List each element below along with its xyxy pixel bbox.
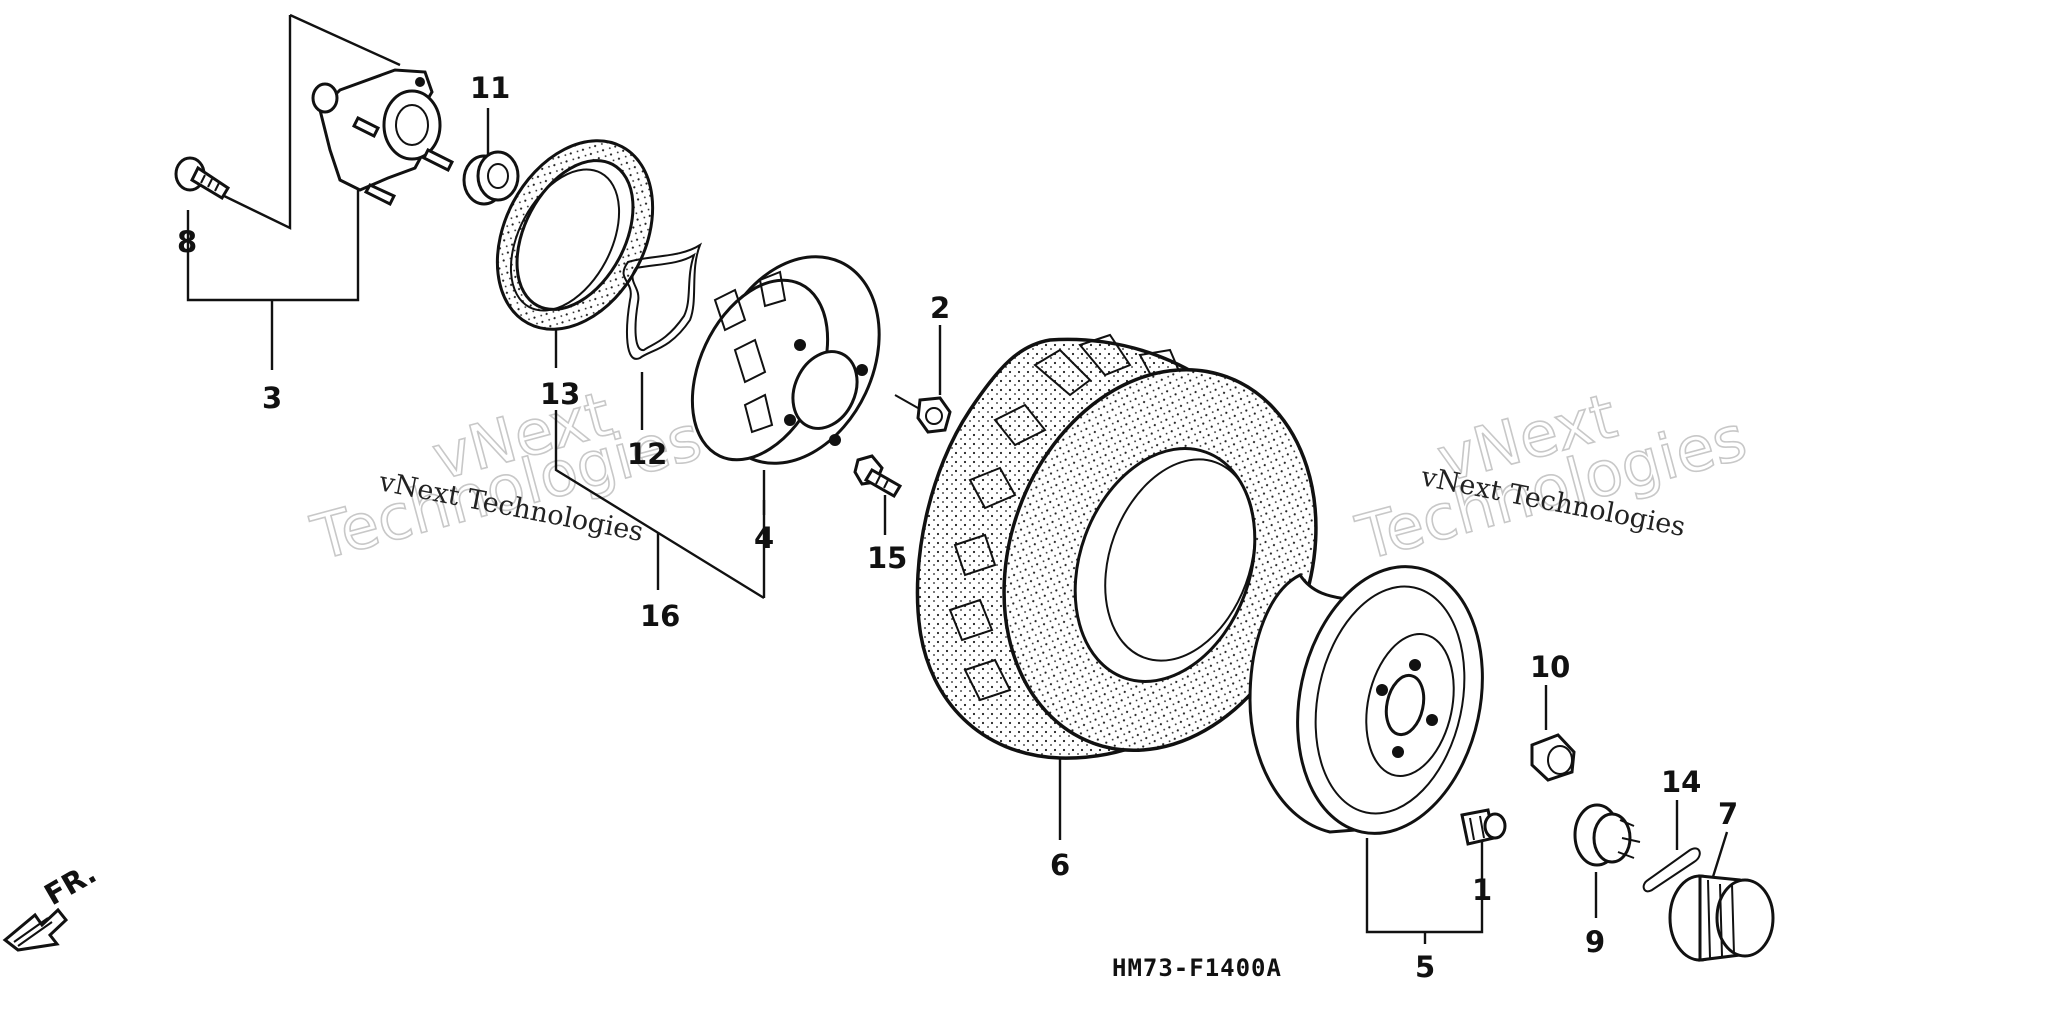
front-direction-arrow: FR. [2, 856, 103, 952]
callout-7: 7 [1718, 797, 1738, 831]
wheel-rim-part [1248, 565, 1484, 835]
callout-10: 10 [1530, 650, 1570, 684]
stud-bolt-part [174, 156, 231, 201]
callout-3: 3 [262, 381, 282, 415]
seal-part [495, 139, 655, 331]
watermark-left: vNext Technologies vNext Technologies [303, 376, 709, 575]
callout-numbers: 8 3 11 13 12 4 16 2 15 6 5 1 10 9 14 7 [177, 71, 1738, 984]
callout-14: 14 [1661, 765, 1701, 799]
o-ring-part [622, 242, 703, 360]
tire-part [915, 333, 1318, 760]
callout-15: 15 [867, 541, 907, 575]
brake-drum-part [690, 255, 881, 465]
flange-bolt-part [853, 454, 903, 499]
direction-label: FR. [39, 856, 103, 912]
callout-11: 11 [470, 71, 510, 105]
callout-6: 6 [1050, 848, 1070, 882]
callout-4: 4 [754, 521, 774, 555]
castle-nut-part [1573, 803, 1641, 867]
valve-part [1460, 808, 1507, 846]
callout-1: 1 [1472, 873, 1492, 907]
callout-2: 2 [930, 291, 950, 325]
callout-5: 5 [1415, 950, 1435, 984]
callout-12: 12 [627, 437, 667, 471]
wheel-nut-part [1530, 733, 1576, 782]
callout-13: 13 [540, 377, 580, 411]
front-hub-part [311, 68, 455, 207]
hub-cap-part [1668, 874, 1775, 962]
leader-lines [186, 13, 1729, 944]
bearing-part [462, 150, 520, 206]
diagram-code: HM73-F1400A [1112, 954, 1282, 982]
bolt-small-part [894, 394, 952, 434]
callout-8: 8 [177, 225, 197, 259]
callout-16: 16 [640, 599, 680, 633]
callout-9: 9 [1585, 925, 1605, 959]
watermark-right: vNext Technologies vNext Technologies [1348, 378, 1754, 575]
cotter-pin-part [1642, 847, 1701, 893]
